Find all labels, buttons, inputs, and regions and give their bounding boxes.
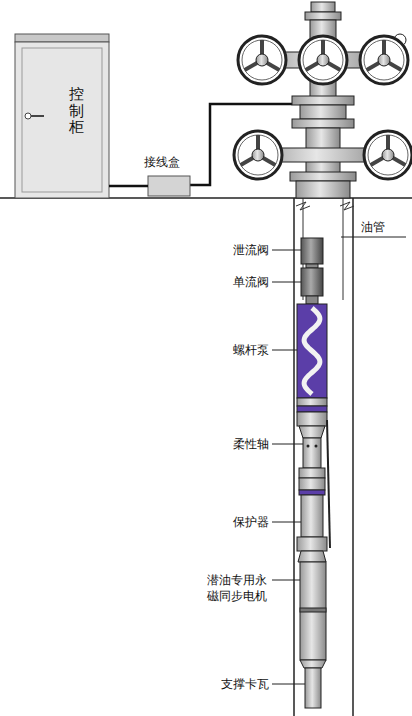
leader-line (272, 580, 300, 581)
motor-band (300, 608, 326, 612)
cabinet-body (15, 42, 109, 198)
part-label: 柔性轴 (232, 436, 270, 452)
wellhead-flange (292, 96, 354, 105)
wheel-hub (317, 54, 329, 66)
coupling (297, 537, 327, 551)
wheel-rim (238, 135, 278, 175)
node-label: 控制柜 (69, 86, 84, 136)
protector (301, 495, 323, 537)
leader-line (341, 237, 406, 238)
coupling (297, 398, 327, 406)
motor-base (300, 660, 326, 668)
coupling-band (297, 406, 327, 412)
wheel-rim (242, 40, 282, 80)
handwheel (364, 131, 412, 179)
casing-head (296, 181, 350, 198)
wheel-rim (238, 36, 286, 84)
junction-box-shape (148, 176, 190, 196)
wellhead-spool (300, 105, 346, 119)
part-label: 支撑卡瓦 (220, 676, 270, 692)
power-cable (327, 420, 330, 548)
wheel-hub (378, 54, 390, 66)
handwheel (360, 36, 408, 84)
leader-line (272, 684, 305, 685)
tubing-wall (343, 198, 344, 300)
handwheel (234, 131, 282, 179)
wheel-rim (368, 135, 408, 175)
coupling (306, 296, 318, 304)
port (315, 445, 318, 448)
handwheel (238, 36, 286, 84)
check-valve (301, 268, 323, 296)
wheel-rim (299, 36, 347, 84)
handwheel-group (234, 36, 412, 179)
junction-box: 接线盒 (148, 176, 190, 196)
cabinet-door (22, 48, 102, 192)
flexible-shaft (303, 438, 321, 468)
part-label: 单流阀 (232, 274, 270, 290)
coupling (299, 468, 325, 478)
wheel-rim (303, 40, 343, 80)
wheel-hub (382, 149, 394, 161)
flex-shaft-top (299, 426, 325, 438)
wellhead-flange (292, 119, 354, 128)
coupling (306, 264, 318, 268)
coupling (297, 412, 327, 426)
wheel-hub (252, 149, 264, 161)
wheel-rim (234, 131, 282, 179)
wheel-rim (364, 40, 404, 80)
wellhead-flange (290, 172, 356, 181)
screw-pump (297, 304, 327, 398)
cabinet-roof (15, 34, 109, 42)
leader-line (272, 522, 301, 523)
motor-head (298, 551, 326, 562)
pump-rotor (304, 308, 320, 394)
leader-line (272, 250, 301, 251)
node-label: 接线盒 (144, 154, 180, 170)
control-cabinet: 控制柜 (15, 42, 109, 198)
part-label: 潜油专用永磁同步电机 (206, 572, 270, 604)
wheel-rim (364, 131, 412, 179)
leader-line (272, 350, 297, 351)
handwheel (299, 36, 347, 84)
leader-line (272, 282, 301, 283)
port (307, 445, 310, 448)
wheel-rim (360, 36, 408, 84)
part-label: 螺杆泵 (232, 342, 270, 358)
leader-line (272, 444, 303, 445)
casing-wall (352, 198, 354, 716)
part-label: 保护器 (232, 514, 270, 530)
part-label: 泄流阀 (232, 242, 270, 258)
support-slip (305, 668, 321, 708)
break-mark (296, 202, 354, 210)
part-label: 油管 (360, 219, 386, 235)
cable (190, 104, 292, 185)
wheel-hub (256, 54, 268, 66)
casing-wall (293, 198, 295, 716)
leader-group (272, 237, 406, 684)
protector (299, 478, 325, 490)
pm-motor (300, 562, 326, 660)
wellhead-cap (311, 2, 335, 12)
cable-connector (109, 185, 148, 188)
wellhead-flange (305, 12, 341, 20)
protector-band (299, 490, 325, 495)
door-lock (25, 113, 31, 119)
drain-valve (301, 238, 323, 264)
